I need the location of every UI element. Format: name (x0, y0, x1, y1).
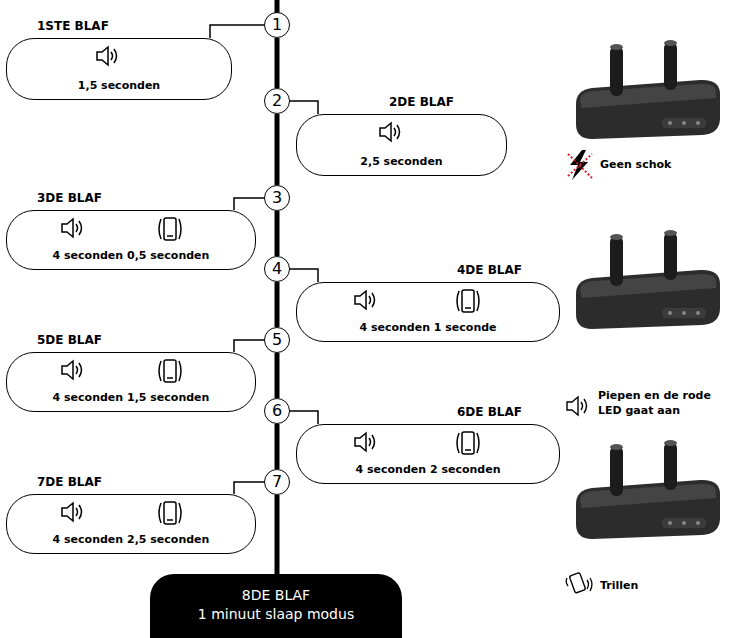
icon-holder (59, 358, 85, 386)
timeline-line (275, 353, 280, 398)
duration-text: 4 seconden 2 seconden (297, 463, 559, 476)
vibrate-icon (156, 500, 184, 526)
icon-holder (352, 430, 378, 458)
vibrate-icon (454, 288, 482, 314)
step-number-circle: 5 (264, 327, 290, 353)
connector-line (290, 101, 318, 114)
duration-text: 4 seconden 2,5 seconden (7, 533, 255, 546)
bark-step-box: 4DE BLAF4 seconden 1 seconde (296, 282, 560, 342)
icon-holder (59, 216, 85, 244)
sleep-mode-box: 8DE BLAF1 minuut slaap modus (150, 574, 402, 638)
connector-line (290, 411, 318, 424)
step-number-circle: 6 (264, 398, 290, 424)
step-number: 7 (272, 472, 282, 491)
beep-icon (567, 397, 587, 415)
no-shock-icon (568, 150, 592, 180)
icon-holder (156, 358, 184, 388)
bark-step-box: 1STE BLAF1,5 seconden (6, 38, 232, 100)
bark-heading: 3DE BLAF (37, 191, 102, 205)
step-number: 3 (272, 188, 282, 207)
icon-holder (454, 430, 482, 460)
step-number-circle: 2 (264, 88, 290, 114)
duration-text: 4 seconden 1,5 seconden (7, 391, 255, 404)
step-number: 2 (272, 91, 282, 110)
connector-line (290, 269, 318, 282)
device-label: Piepen en de rode LED gaat aan (598, 388, 733, 418)
bark-heading: 4DE BLAF (457, 263, 522, 277)
duration-text: 2,5 seconden (297, 155, 506, 168)
step-number-circle: 1 (264, 12, 290, 38)
vibrate-icon (454, 430, 482, 456)
icon-holder (352, 288, 378, 316)
collar-device (576, 230, 720, 329)
bark-heading: 8DE BLAF (150, 586, 402, 605)
bark-heading: 2DE BLAF (389, 95, 454, 109)
icon-holder (156, 216, 184, 246)
step-number-circle: 7 (264, 469, 290, 495)
bark-step-box: 3DE BLAF4 seconden 0,5 seconden (6, 210, 256, 270)
connector-line (234, 198, 264, 210)
icon-holder (156, 500, 184, 530)
collar-device (576, 40, 720, 139)
vibrate-icon (566, 572, 592, 593)
step-number-circle: 4 (264, 256, 290, 282)
device-label: Geen schok (600, 157, 671, 172)
timeline-line (275, 38, 280, 88)
speaker-icon (352, 430, 378, 454)
bark-heading: 1STE BLAF (37, 19, 109, 33)
speaker-icon (94, 44, 120, 68)
speaker-icon (377, 120, 403, 144)
step-number: 4 (272, 259, 282, 278)
icon-holder (94, 44, 120, 72)
step-number: 1 (272, 15, 282, 34)
collar-device (576, 440, 720, 539)
bark-step-box: 2DE BLAF2,5 seconden (296, 114, 507, 176)
timeline-line (275, 114, 280, 185)
bark-heading: 5DE BLAF (37, 333, 102, 347)
step-number: 6 (272, 401, 282, 420)
step-number: 5 (272, 330, 282, 349)
connector-line (234, 482, 264, 494)
bark-heading: 6DE BLAF (457, 405, 522, 419)
timeline-line (275, 495, 280, 574)
bark-step-box: 5DE BLAF4 seconden 1,5 seconden (6, 352, 256, 412)
speaker-icon (352, 288, 378, 312)
vibrate-icon (156, 216, 184, 242)
duration-text: 1,5 seconden (7, 79, 231, 92)
step-number-circle: 3 (264, 185, 290, 211)
duration-text: 4 seconden 0,5 seconden (7, 249, 255, 262)
timeline-line (275, 424, 280, 469)
sleep-mode-text: 1 minuut slaap modus (150, 605, 402, 624)
speaker-icon (59, 500, 85, 524)
connector-line (234, 340, 264, 352)
speaker-icon (59, 358, 85, 382)
device-label: Trillen (600, 578, 638, 593)
icon-holder (377, 120, 403, 148)
bark-heading: 7DE BLAF (37, 475, 102, 489)
bark-step-box: 6DE BLAF4 seconden 2 seconden (296, 424, 560, 484)
vibrate-icon (156, 358, 184, 384)
connector-line (210, 25, 264, 38)
icon-holder (59, 500, 85, 528)
duration-text: 4 seconden 1 seconde (297, 321, 559, 334)
bark-step-box: 7DE BLAF4 seconden 2,5 seconden (6, 494, 256, 554)
icon-holder (454, 288, 482, 318)
speaker-icon (59, 216, 85, 240)
timeline-line (275, 211, 280, 256)
timeline-line (275, 282, 280, 327)
